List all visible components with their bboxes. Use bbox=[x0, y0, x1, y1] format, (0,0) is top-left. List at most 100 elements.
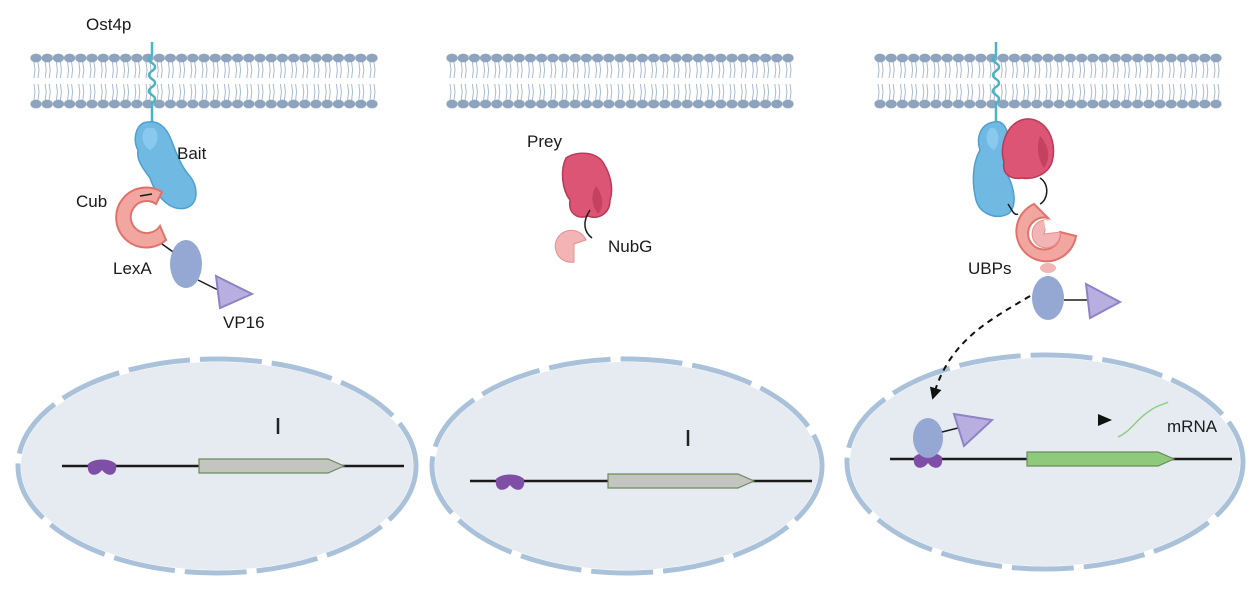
lipid-tail bbox=[291, 61, 298, 79]
lipid-head bbox=[715, 53, 727, 63]
lipid-head bbox=[1132, 53, 1144, 63]
cub-domain bbox=[1015, 202, 1078, 263]
lipid-head bbox=[288, 53, 300, 63]
lipid-tail bbox=[583, 61, 590, 79]
lipid-tail bbox=[212, 61, 219, 79]
lipid-tail bbox=[313, 83, 320, 101]
lipid-tail bbox=[235, 61, 242, 79]
lipid-head bbox=[681, 99, 693, 109]
label-prey: Prey bbox=[527, 132, 562, 151]
lipid-tail bbox=[1023, 61, 1030, 79]
lipid-head bbox=[344, 53, 356, 63]
lipid-head bbox=[108, 53, 120, 63]
lipid-head bbox=[457, 99, 469, 109]
lipid-tail bbox=[606, 61, 613, 79]
lipid-head bbox=[748, 99, 761, 109]
lipid-head bbox=[220, 53, 232, 63]
operator-binding-site bbox=[87, 459, 117, 475]
membrane-panel-1 bbox=[30, 53, 378, 109]
lipid-head bbox=[198, 53, 210, 63]
lipid-tail bbox=[967, 83, 974, 101]
lipid-tail bbox=[785, 61, 792, 79]
lipid-head bbox=[704, 99, 716, 109]
lipid-head bbox=[547, 53, 559, 63]
lipid-head bbox=[1020, 53, 1032, 63]
lipid-head bbox=[355, 53, 367, 63]
lipid-tail bbox=[740, 61, 747, 79]
lipid-tail bbox=[55, 61, 62, 79]
lipid-tail bbox=[145, 61, 152, 79]
lipid-head bbox=[457, 53, 469, 63]
lipid-head bbox=[659, 53, 671, 63]
vp16-domain bbox=[214, 274, 255, 310]
lipid-head bbox=[692, 53, 705, 63]
lipid-head bbox=[1020, 99, 1032, 109]
lipid-tail bbox=[516, 83, 523, 101]
lipid-head bbox=[1210, 99, 1222, 109]
lipid-head bbox=[1143, 53, 1155, 63]
lipid-tail bbox=[313, 61, 320, 79]
lipid-head bbox=[176, 99, 188, 109]
lipid-tail bbox=[324, 61, 331, 79]
panel-1-bait-construct: Ost4p Bait Cub LexA VP16 bbox=[76, 15, 265, 332]
lipid-head bbox=[276, 99, 288, 109]
lipid-tail bbox=[662, 83, 669, 101]
lipid-tail bbox=[628, 83, 635, 101]
lipid-head bbox=[681, 53, 693, 63]
lipid-head bbox=[1053, 99, 1065, 109]
lipid-head bbox=[153, 53, 165, 63]
lipid-tail bbox=[67, 83, 74, 101]
lipid-head bbox=[1199, 53, 1211, 63]
lipid-tail bbox=[1101, 83, 1108, 101]
lipid-head bbox=[1087, 53, 1099, 63]
lipid-head bbox=[480, 99, 492, 109]
ubps-enzyme bbox=[1040, 263, 1056, 273]
lipid-tail bbox=[223, 83, 230, 101]
lipid-head bbox=[771, 99, 783, 109]
lipid-tail bbox=[1179, 61, 1186, 79]
lipid-tail bbox=[1000, 83, 1007, 101]
lipid-tail bbox=[179, 61, 186, 79]
lipid-tail bbox=[617, 61, 624, 79]
lipid-head bbox=[120, 99, 132, 109]
lipid-tail bbox=[302, 61, 309, 79]
lipid-head bbox=[692, 99, 705, 109]
lipid-tail bbox=[550, 61, 557, 79]
nuclear-translocation-arrow bbox=[929, 295, 1031, 400]
lipid-tail bbox=[1034, 83, 1041, 101]
lipid-head bbox=[1008, 99, 1021, 109]
lipid-tail bbox=[201, 61, 208, 79]
lipid-head bbox=[592, 99, 604, 109]
lipid-tail bbox=[1168, 61, 1175, 79]
vp16-domain bbox=[952, 412, 995, 448]
reporter-gene-inactive bbox=[198, 458, 346, 474]
lipid-tail bbox=[1079, 83, 1086, 101]
lipid-head bbox=[1031, 99, 1043, 109]
lipid-head bbox=[321, 53, 333, 63]
lipid-tail bbox=[483, 83, 490, 101]
lipid-head bbox=[952, 99, 965, 109]
lipid-tail bbox=[877, 83, 884, 101]
lipid-tail bbox=[1067, 61, 1074, 79]
label-ost4p: Ost4p bbox=[86, 15, 131, 34]
lipid-head bbox=[243, 99, 255, 109]
lipid-tail bbox=[774, 83, 781, 101]
lipid-head bbox=[1176, 99, 1188, 109]
lipid-head bbox=[491, 53, 503, 63]
lipid-head bbox=[310, 99, 322, 109]
lipid-head bbox=[366, 99, 378, 109]
lipid-head bbox=[30, 99, 42, 109]
lipid-tail bbox=[1168, 83, 1175, 101]
lipid-head bbox=[975, 53, 987, 63]
lipid-head bbox=[908, 99, 920, 109]
lipid-head bbox=[569, 53, 581, 63]
operator-binding-site bbox=[913, 452, 943, 468]
lipid-head bbox=[1064, 99, 1076, 109]
lipid-head bbox=[153, 99, 165, 109]
lipid-tail bbox=[89, 83, 96, 101]
lipid-head bbox=[468, 99, 480, 109]
lipid-head bbox=[164, 53, 176, 63]
lipid-tail bbox=[606, 83, 613, 101]
label-vp16: VP16 bbox=[223, 313, 265, 332]
operator-binding-site bbox=[495, 474, 525, 490]
